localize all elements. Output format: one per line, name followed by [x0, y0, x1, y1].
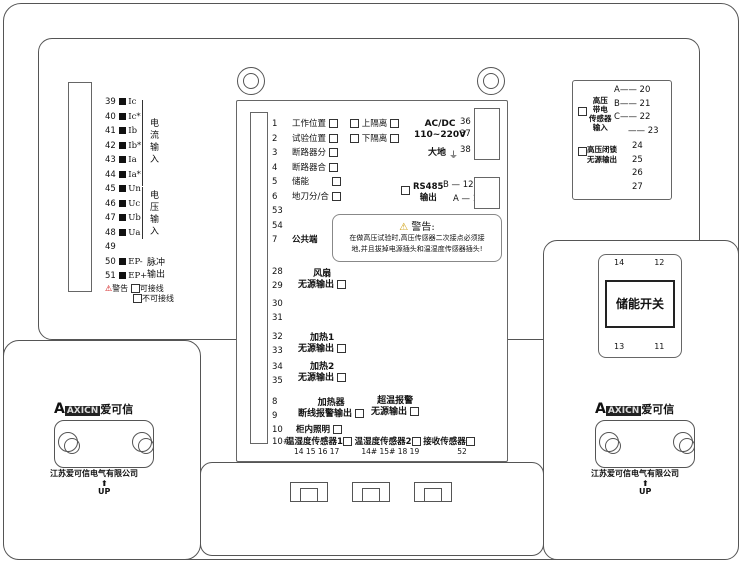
voltage-group-label: 电压输入: [150, 191, 160, 237]
rj-port-1[interactable]: [290, 482, 328, 502]
terminal-row[interactable]: 47 Ub: [105, 213, 141, 223]
unchecked-box-icon: [133, 294, 142, 303]
terminal-row[interactable]: 48 Ua: [105, 227, 141, 238]
left-up-arrow: ⬆UP: [98, 479, 111, 496]
right-gland-screw-1: [599, 432, 621, 454]
hv-sensor-checkbox[interactable]: [578, 107, 587, 116]
current-input-list: 39 Ic 40 Ic* 41 Ib 42 Ib* 43 Ia 44 Ia* 4…: [105, 95, 147, 284]
terminal-row[interactable]: 46 Uc: [105, 198, 141, 209]
terminal-row[interactable]: 42 Ib*: [105, 140, 142, 151]
hv-sensor-terminals: A—— 20 B—— 21 C—— 22 —— 23: [614, 85, 659, 136]
hv-lock-label: 高压闭锁无源输出: [587, 145, 617, 164]
terminal-row[interactable]: 39 Ic: [105, 97, 137, 107]
right-company-name: 江苏爱可信电气有限公司: [591, 469, 679, 478]
heater-alarm-output[interactable]: 加热器断线报警输出: [298, 398, 365, 420]
left-gland-screw-1: [58, 432, 80, 454]
hv-lock-checkbox[interactable]: [578, 147, 587, 156]
overtemp-output[interactable]: 超温报警无源输出: [371, 396, 420, 418]
right-up-arrow: ⬆UP: [639, 479, 652, 496]
rj-port-3[interactable]: [414, 482, 452, 502]
warning-box: ⚠ 警告: 在做高压试验时,高压传感器二次接点必须接 地,并且拔掉电源插头和温湿…: [332, 214, 502, 262]
left-company-name: 江苏爱可信电气有限公司: [50, 469, 138, 478]
main-terminal-strip: [250, 112, 268, 444]
sensor1-label: 温湿度传感器1: [286, 437, 343, 447]
screw-top-left: [237, 67, 265, 95]
bottom-panel: [200, 462, 544, 556]
left-terminal-strip: [68, 82, 92, 292]
screw-top-right: [477, 67, 505, 95]
earth-icon: ⏚: [449, 151, 459, 161]
terminal-row[interactable]: 54: [272, 220, 283, 231]
terminal-row[interactable]: 50 EP-: [105, 256, 143, 267]
hv-box: [572, 80, 672, 200]
rs485-connector[interactable]: [474, 177, 500, 209]
right-gland-screw-2: [673, 432, 695, 454]
checked-box-icon: [130, 284, 140, 293]
current-group-label: 电流输入: [150, 119, 160, 165]
terminal-row[interactable]: 40 Ic*: [105, 111, 141, 122]
left-lower-panel: [3, 340, 201, 560]
hv-sensor-label: 高压带电传感器输入: [589, 96, 612, 132]
legend: ⚠警告 可接线 不可接线: [105, 284, 174, 303]
upper-isolation[interactable]: 上隔离: [350, 117, 399, 132]
isolation-labels: 上隔离 下隔离: [350, 117, 399, 146]
terminal-row[interactable]: 53: [272, 206, 283, 216]
sensor3-label: 接收传感器: [423, 437, 466, 447]
main-board: [236, 100, 508, 462]
earth-label: 大地: [428, 148, 447, 158]
warning-icon: ⚠: [105, 284, 113, 293]
rs485-checkbox[interactable]: [401, 186, 410, 195]
power-connector[interactable]: [474, 108, 500, 160]
voltage-bracket: [142, 187, 143, 239]
sensor2-label: 温湿度传感器2: [354, 437, 412, 447]
terminal-row[interactable]: 44 Ia*: [105, 169, 141, 180]
fan-output[interactable]: 风扇无源输出: [298, 269, 347, 291]
current-bracket: [142, 100, 143, 186]
pulse-group-label: 脉冲输出: [147, 258, 166, 280]
terminal-row[interactable]: 41 Ib: [105, 126, 138, 136]
warning-icon: ⚠: [399, 222, 409, 233]
terminal-row[interactable]: 51 EP+: [105, 271, 148, 281]
rj-port-2[interactable]: [352, 482, 390, 502]
lower-isolation[interactable]: 下隔离: [350, 132, 399, 147]
energy-switch-button[interactable]: 储能开关: [605, 280, 675, 328]
terminal-row[interactable]: 45 Un: [105, 184, 141, 194]
terminal-row[interactable]: 49: [105, 242, 116, 252]
left-gland-screw-2: [132, 432, 154, 454]
terminal-row[interactable]: 43 Ia: [105, 155, 137, 165]
